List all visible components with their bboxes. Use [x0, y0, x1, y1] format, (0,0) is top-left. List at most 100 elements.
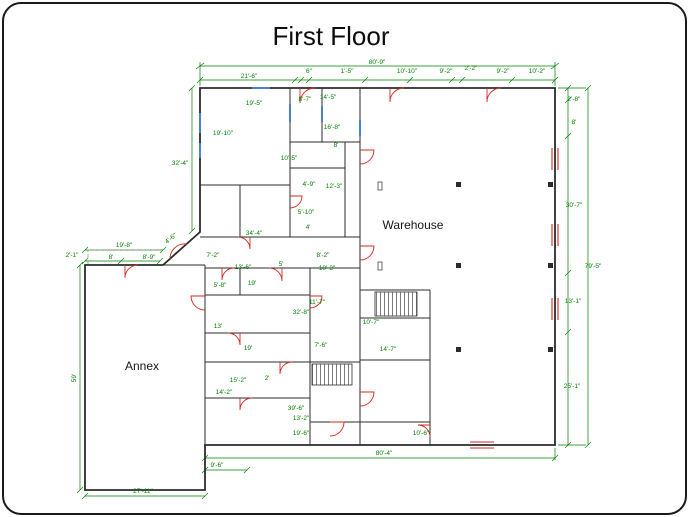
door-swing	[359, 391, 375, 407]
dimension-label: 9'-6"	[211, 462, 225, 469]
dimension-label: 5'-8"	[214, 282, 228, 289]
dimension-label: 16'-8"	[324, 124, 341, 131]
dimension-label: 59'	[71, 374, 78, 382]
column	[456, 182, 461, 187]
door-swing	[227, 332, 241, 346]
windows-layer	[199, 87, 361, 158]
door-swing	[268, 267, 283, 282]
overhead-door	[551, 148, 559, 170]
dimension-lines-layer	[76, 62, 592, 500]
walls-layer	[84, 87, 556, 491]
door-swing	[169, 243, 188, 260]
dimension-line	[188, 84, 196, 235]
equipment-marker	[377, 181, 383, 191]
dimension-label: 80'-4"	[376, 450, 393, 457]
column	[548, 263, 553, 268]
dimension-label: 5'	[279, 261, 284, 268]
column	[548, 347, 553, 352]
dimension-label: 21'-6"	[241, 73, 258, 80]
dimension-label: 2'-8"	[568, 96, 582, 103]
stair-run	[311, 363, 353, 386]
door-swing	[309, 295, 323, 309]
dimension-label: 14'-2"	[216, 389, 233, 396]
dimension-label: 39'-6"	[288, 405, 305, 412]
interior-walls	[163, 88, 431, 445]
doors-layer	[124, 87, 559, 449]
column	[456, 263, 461, 268]
door-swing	[190, 295, 206, 311]
dimension-label: 10'-5"	[281, 155, 298, 162]
dimension-line	[201, 466, 251, 474]
dimension-label: 19'-10"	[213, 130, 234, 137]
dimension-line	[564, 84, 572, 449]
dimension-label: 13'-2"	[293, 415, 310, 422]
dimension-label: 34'-4"	[246, 230, 263, 237]
door-swing	[289, 195, 303, 209]
overhead-door	[551, 298, 559, 320]
dimension-label: 10'-2"	[319, 265, 336, 272]
dimension-label: 11'-7"	[309, 299, 326, 306]
overhead-door	[551, 224, 559, 246]
dimension-label: 5'-10"	[298, 209, 315, 216]
dimension-label: 2'-2"	[465, 65, 479, 72]
door-swing	[221, 267, 235, 281]
dimension-label: 2'	[265, 375, 270, 382]
door-swing	[124, 264, 139, 279]
stair-run	[374, 291, 418, 317]
dimension-label: 8'-9"	[143, 254, 157, 261]
dimension-label: 7'-6"	[315, 342, 329, 349]
column	[548, 182, 553, 187]
door-swing	[239, 397, 253, 411]
dimension-label: 32'-4"	[172, 160, 189, 167]
dimension-label: 79'-5"	[585, 263, 602, 270]
dimension-label: 8'	[572, 119, 577, 126]
dimension-label: 1'-5"	[341, 68, 355, 75]
dimension-line	[81, 492, 209, 500]
dimension-label: 9'-2"	[440, 68, 454, 75]
dimension-label: 15'-2"	[230, 377, 247, 384]
dimension-label: 27'-11"	[133, 488, 153, 495]
dimension-label: 4'-6"	[164, 232, 179, 246]
door-swing	[417, 424, 431, 438]
stairs-layer	[311, 291, 418, 386]
dimension-line	[81, 257, 164, 265]
dimension-label: 12'-3"	[326, 183, 343, 190]
door-swing	[279, 361, 293, 375]
dimension-label: 19'	[244, 345, 252, 352]
page-title: First Floor	[273, 21, 390, 51]
dimension-label: 13'	[214, 323, 222, 330]
dimension-label: 10'-7"	[363, 319, 380, 326]
door-swing	[237, 236, 251, 250]
door-swing	[486, 87, 502, 103]
dimension-label: 19'-8"	[116, 242, 133, 249]
dimension-label: 4'-9"	[303, 181, 317, 188]
door-swing	[359, 149, 375, 165]
dimension-label: 4'	[306, 224, 311, 231]
dimension-label: 80'-9"	[369, 59, 386, 66]
canopy-outline	[87, 249, 161, 264]
dimension-label: 8'-2"	[317, 252, 331, 259]
dimension-label: 7'-2"	[207, 252, 221, 259]
room-label: Warehouse	[383, 218, 444, 232]
door-swing	[359, 245, 375, 261]
dimension-label: 9'-2"	[497, 68, 511, 75]
dimension-label: 10'-2"	[529, 68, 546, 75]
dimension-label: 13'-6"	[235, 264, 252, 271]
door-swing	[299, 87, 316, 104]
door-swing	[329, 421, 345, 437]
overhead-door	[470, 441, 494, 449]
column	[456, 347, 461, 352]
exterior-walls	[84, 87, 556, 491]
dimension-label: 10'-10"	[397, 68, 418, 75]
door-swing	[389, 87, 405, 103]
dimension-label: 8'	[109, 254, 114, 261]
dimension-line	[195, 62, 560, 86]
dimension-label: 19'	[248, 280, 256, 287]
dimension-label: 2'-1"	[66, 252, 80, 259]
dimension-label: 30'-7"	[566, 202, 583, 209]
dimension-line	[196, 76, 559, 84]
dimension-label: 25'-1"	[564, 383, 581, 390]
